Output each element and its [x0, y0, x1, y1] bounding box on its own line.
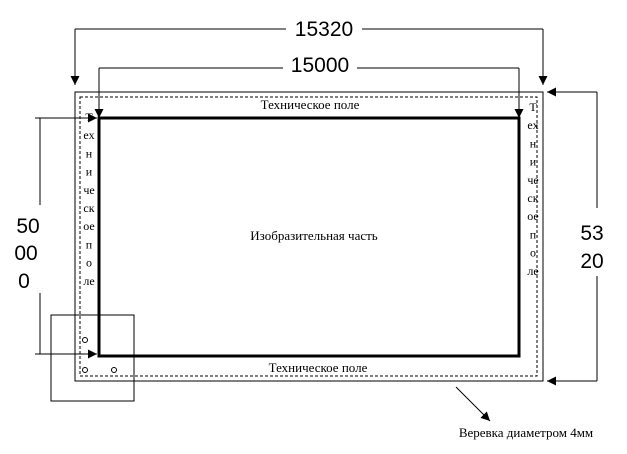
rope-note: Веревка диаметром 4мм [459, 425, 593, 440]
image-area-label: Изобразительная часть [250, 228, 378, 243]
side-label-char: Т [529, 100, 537, 114]
side-label-char: п [530, 227, 537, 241]
inner-height-dimension: 50 00 0 [4, 113, 97, 359]
side-label-char: ск [527, 191, 538, 205]
corner-detail-frame [50, 314, 135, 402]
rope-leader-line [455, 386, 491, 422]
inner-width-label-bg [283, 52, 357, 82]
image-area-border [97, 116, 521, 358]
banner-outer-border [74, 91, 544, 382]
side-label-char: и [530, 155, 537, 169]
side-label-char: ле [527, 264, 538, 278]
inner-height-label-bg [4, 205, 54, 293]
right-technical-field-label: Тех ни че ск ое по ле [527, 100, 538, 278]
side-label-char: ое [527, 209, 538, 223]
bottom-technical-field-label: Техническое поле [269, 360, 368, 375]
side-label-char: о [86, 256, 92, 270]
outer-width-label: 15320 [295, 18, 353, 41]
inner-width-dimension: 15000 [94, 52, 524, 118]
grommet-icon [82, 367, 88, 373]
side-label-char: ех [527, 118, 538, 132]
side-label-char: че [527, 173, 538, 187]
side-label-char: ех [83, 128, 94, 142]
technical-field-dashed-border [79, 96, 538, 377]
side-label-char: н [530, 136, 537, 150]
side-label-char: Т [85, 110, 93, 124]
outer-width-label-bg [286, 12, 362, 44]
outer-height-label-bg [570, 208, 618, 276]
outer-width-dimension: 15320 [70, 12, 548, 85]
grommet-icon [111, 367, 117, 373]
side-label-char: о [530, 246, 536, 260]
corner-detail [50, 314, 135, 402]
side-label-char: н [86, 146, 93, 160]
inner-height-label-2: 00 [14, 242, 37, 265]
outer-height-label-2: 20 [580, 250, 603, 273]
inner-height-label-1: 50 [16, 215, 39, 238]
inner-width-label: 15000 [291, 54, 349, 77]
side-label-char: ле [83, 274, 94, 288]
left-technical-field-label: Тех ни че ск ое по ле [83, 110, 94, 288]
side-label-char: че [83, 183, 94, 197]
outer-height-dimension: 53 20 [547, 87, 618, 386]
top-technical-field-label: Техническое поле [261, 97, 360, 112]
side-label-char: п [86, 237, 93, 251]
side-label-char: ое [83, 219, 94, 233]
side-label-char: ск [83, 201, 94, 215]
grommet-icon [82, 337, 88, 343]
side-label-char: и [86, 165, 93, 179]
inner-height-label-3: 0 [18, 270, 30, 293]
outer-height-label-1: 53 [580, 222, 603, 245]
